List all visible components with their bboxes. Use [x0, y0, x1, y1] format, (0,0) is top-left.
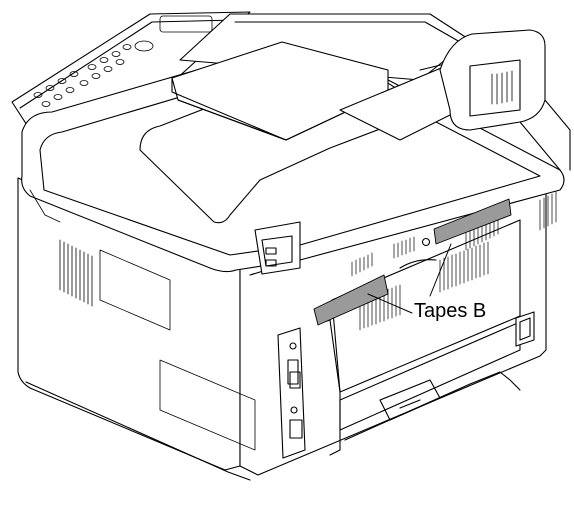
feeder-vent-lines: [491, 70, 513, 105]
tape-b-right: [433, 198, 512, 245]
left-vent: [29, 189, 256, 451]
control-panel-buttons: [33, 15, 213, 107]
rear-vents: [351, 191, 557, 331]
power-inlet: [515, 311, 535, 347]
callout-leaders: [367, 243, 452, 314]
tape-b-left: [313, 274, 389, 326]
tapes-b: [313, 198, 512, 326]
rear-cover: [317, 191, 557, 456]
scanner-unit: [11, 11, 571, 275]
callout-label-tapes-b: Tapes B: [414, 300, 487, 322]
interface-ports: [277, 327, 306, 459]
